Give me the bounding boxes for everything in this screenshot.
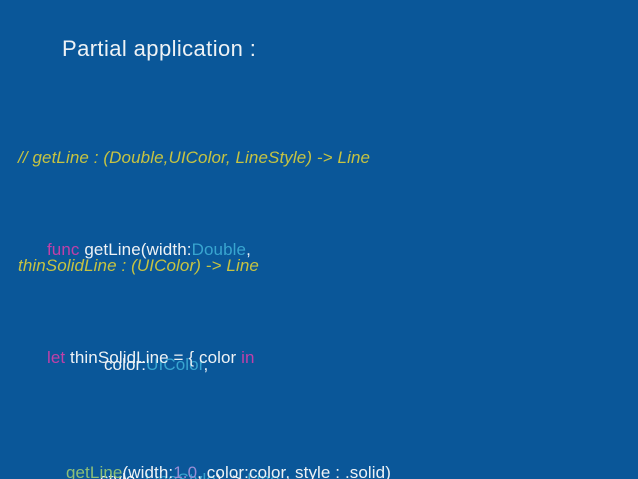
type-uicolor: UIColor	[146, 355, 204, 374]
code-text-remaining-args: , color:color, style : .solid)	[197, 463, 391, 479]
keyword-func: func	[46, 240, 80, 259]
type-line: Line	[247, 470, 280, 479]
slide-title: Partial application :	[62, 36, 257, 61]
code-line-style-param: style :LineStyle) -> Line	[18, 445, 370, 479]
type-double: Double	[191, 240, 247, 259]
code-line-color-param: color:UIColor,	[18, 330, 370, 399]
code-text-closure-start: thinSolidLine = { color	[65, 348, 242, 367]
code-text-getline-width: getLine(width:	[79, 240, 192, 259]
code-text-comma: ,	[203, 355, 209, 374]
code-text-comma: ,	[246, 240, 251, 259]
function-getline: getLine	[65, 463, 123, 479]
code-line-let-thinsolidline: let thinSolidLine = { color in	[18, 323, 391, 392]
code-text-color-label: color:	[103, 355, 147, 374]
code-line-func-getline: func getLine(width:Double,	[18, 215, 370, 284]
code-comment-getline-type: // getLine : (Double,UIColor, LineStyle)…	[18, 148, 371, 167]
number-literal: 1.0	[173, 463, 198, 479]
keyword-in: in	[241, 348, 255, 367]
type-linestyle: :LineStyle	[140, 470, 216, 479]
code-text-width-arg: (width:	[122, 463, 174, 479]
code-text-style-label: style	[100, 470, 140, 479]
code-line-getline-call: getLine(width:1.0, color:color, style : …	[18, 438, 391, 479]
keyword-let: let	[46, 348, 66, 367]
code-block-getline-definition: // getLine : (Double,UIColor, LineStyle)…	[18, 100, 370, 479]
code-block-thinsolidline: thinSolidLine : (UIColor) -> Line let th…	[18, 208, 391, 479]
code-text-return-arrow: ) ->	[216, 470, 247, 479]
code-comment-thinsolidline-type: thinSolidLine : (UIColor) -> Line	[18, 256, 259, 275]
